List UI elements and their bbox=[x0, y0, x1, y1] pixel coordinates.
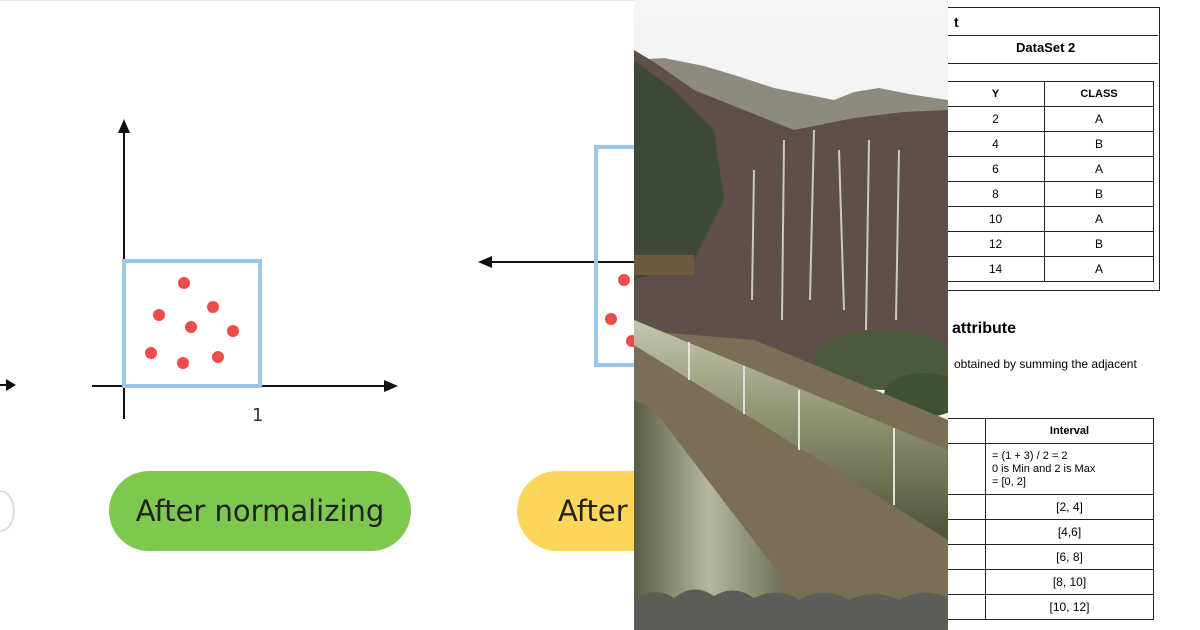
cell bbox=[948, 443, 986, 495]
left-arrowhead bbox=[6, 379, 16, 391]
cell: 6 bbox=[948, 156, 1045, 182]
cell: A bbox=[1044, 106, 1154, 132]
second-x-arrowhead bbox=[478, 256, 492, 268]
section-heading: attribute bbox=[952, 320, 1016, 337]
cell: B bbox=[1044, 131, 1154, 157]
after-pill-fragment: After bbox=[517, 471, 634, 551]
formula-line: = [0, 2] bbox=[992, 475, 1026, 488]
table-row: = (1 + 3) / 2 = 2 0 is Min and 2 is Max … bbox=[948, 443, 1154, 495]
point bbox=[618, 274, 630, 286]
cell bbox=[948, 569, 986, 595]
cell: A bbox=[1044, 206, 1154, 232]
pipeline-lower bbox=[634, 400, 784, 630]
point bbox=[178, 277, 190, 289]
second-box bbox=[594, 145, 634, 367]
cell: [10, 12] bbox=[985, 594, 1154, 620]
cell bbox=[948, 519, 986, 545]
cell bbox=[948, 594, 986, 620]
point bbox=[153, 309, 165, 321]
table-row: [4,6] bbox=[948, 519, 1154, 545]
pipeline-photo-graphic bbox=[634, 0, 948, 630]
cell: A bbox=[1044, 156, 1154, 182]
dataset-frame bbox=[948, 7, 1160, 291]
cell: 2 bbox=[948, 106, 1045, 132]
table-header-row: Y CLASS bbox=[948, 81, 1154, 107]
point bbox=[227, 325, 239, 337]
cell bbox=[948, 544, 986, 570]
cell bbox=[948, 494, 986, 520]
cell: [2, 4] bbox=[985, 494, 1154, 520]
table-row: [8, 10] bbox=[948, 569, 1154, 595]
y-axis-arrowhead bbox=[118, 119, 130, 133]
point bbox=[177, 357, 189, 369]
table-row: [6, 8] bbox=[948, 544, 1154, 570]
pipe-joints bbox=[688, 342, 895, 505]
point bbox=[626, 335, 634, 347]
cell: 14 bbox=[948, 256, 1045, 282]
doc-title-fragment: t bbox=[954, 14, 959, 30]
table-header-row: Interval bbox=[948, 418, 1154, 444]
cell: A bbox=[1044, 256, 1154, 282]
stone-wall bbox=[634, 589, 948, 630]
pipeline-photo bbox=[634, 0, 948, 630]
interval-header: Interval bbox=[985, 418, 1154, 444]
dataset-title: DataSet 2 bbox=[1016, 40, 1076, 55]
point bbox=[185, 321, 197, 333]
conifers bbox=[634, 60, 724, 280]
pipeline-upper bbox=[634, 320, 948, 540]
cell: [8, 10] bbox=[985, 569, 1154, 595]
birch-trees bbox=[751, 129, 900, 331]
unit-box bbox=[122, 259, 262, 388]
dataset-title-row bbox=[948, 35, 1158, 64]
point bbox=[145, 347, 157, 359]
x-axis-tick-label: 1 bbox=[252, 405, 264, 426]
col-class-header: CLASS bbox=[1044, 81, 1154, 107]
normalization-diagram: 1 After normalizing After bbox=[0, 0, 634, 551]
interval-table: Interval = (1 + 3) / 2 = 2 0 is Min and … bbox=[948, 418, 1154, 620]
cell: B bbox=[1044, 181, 1154, 207]
table-row: [10, 12] bbox=[948, 594, 1154, 620]
normalization-graphic bbox=[0, 119, 634, 532]
cell bbox=[948, 418, 986, 444]
cell: [6, 8] bbox=[985, 544, 1154, 570]
data-points bbox=[145, 277, 239, 369]
point bbox=[605, 313, 617, 325]
point bbox=[212, 351, 224, 363]
cell: 8 bbox=[948, 181, 1045, 207]
cell: 10 bbox=[948, 206, 1045, 232]
cell: B bbox=[1044, 231, 1154, 257]
formula-line: 0 is Min and 2 is Max bbox=[992, 462, 1096, 475]
gantry bbox=[634, 255, 694, 275]
section-paragraph: obtained by summing the adjacent bbox=[954, 357, 1137, 371]
cell: 4 bbox=[948, 131, 1045, 157]
cell: 12 bbox=[948, 231, 1045, 257]
cell: [4,6] bbox=[985, 519, 1154, 545]
x-axis-arrowhead bbox=[384, 380, 398, 392]
point bbox=[207, 301, 219, 313]
left-pill-fragment bbox=[0, 490, 15, 532]
interval-formula-cell: = (1 + 3) / 2 = 2 0 is Min and 2 is Max … bbox=[985, 443, 1154, 495]
after-normalizing-pill: After normalizing bbox=[109, 471, 411, 551]
table-row: [2, 4] bbox=[948, 494, 1154, 520]
formula-line: = (1 + 3) / 2 = 2 bbox=[992, 449, 1068, 462]
col-y-header: Y bbox=[948, 81, 1045, 107]
